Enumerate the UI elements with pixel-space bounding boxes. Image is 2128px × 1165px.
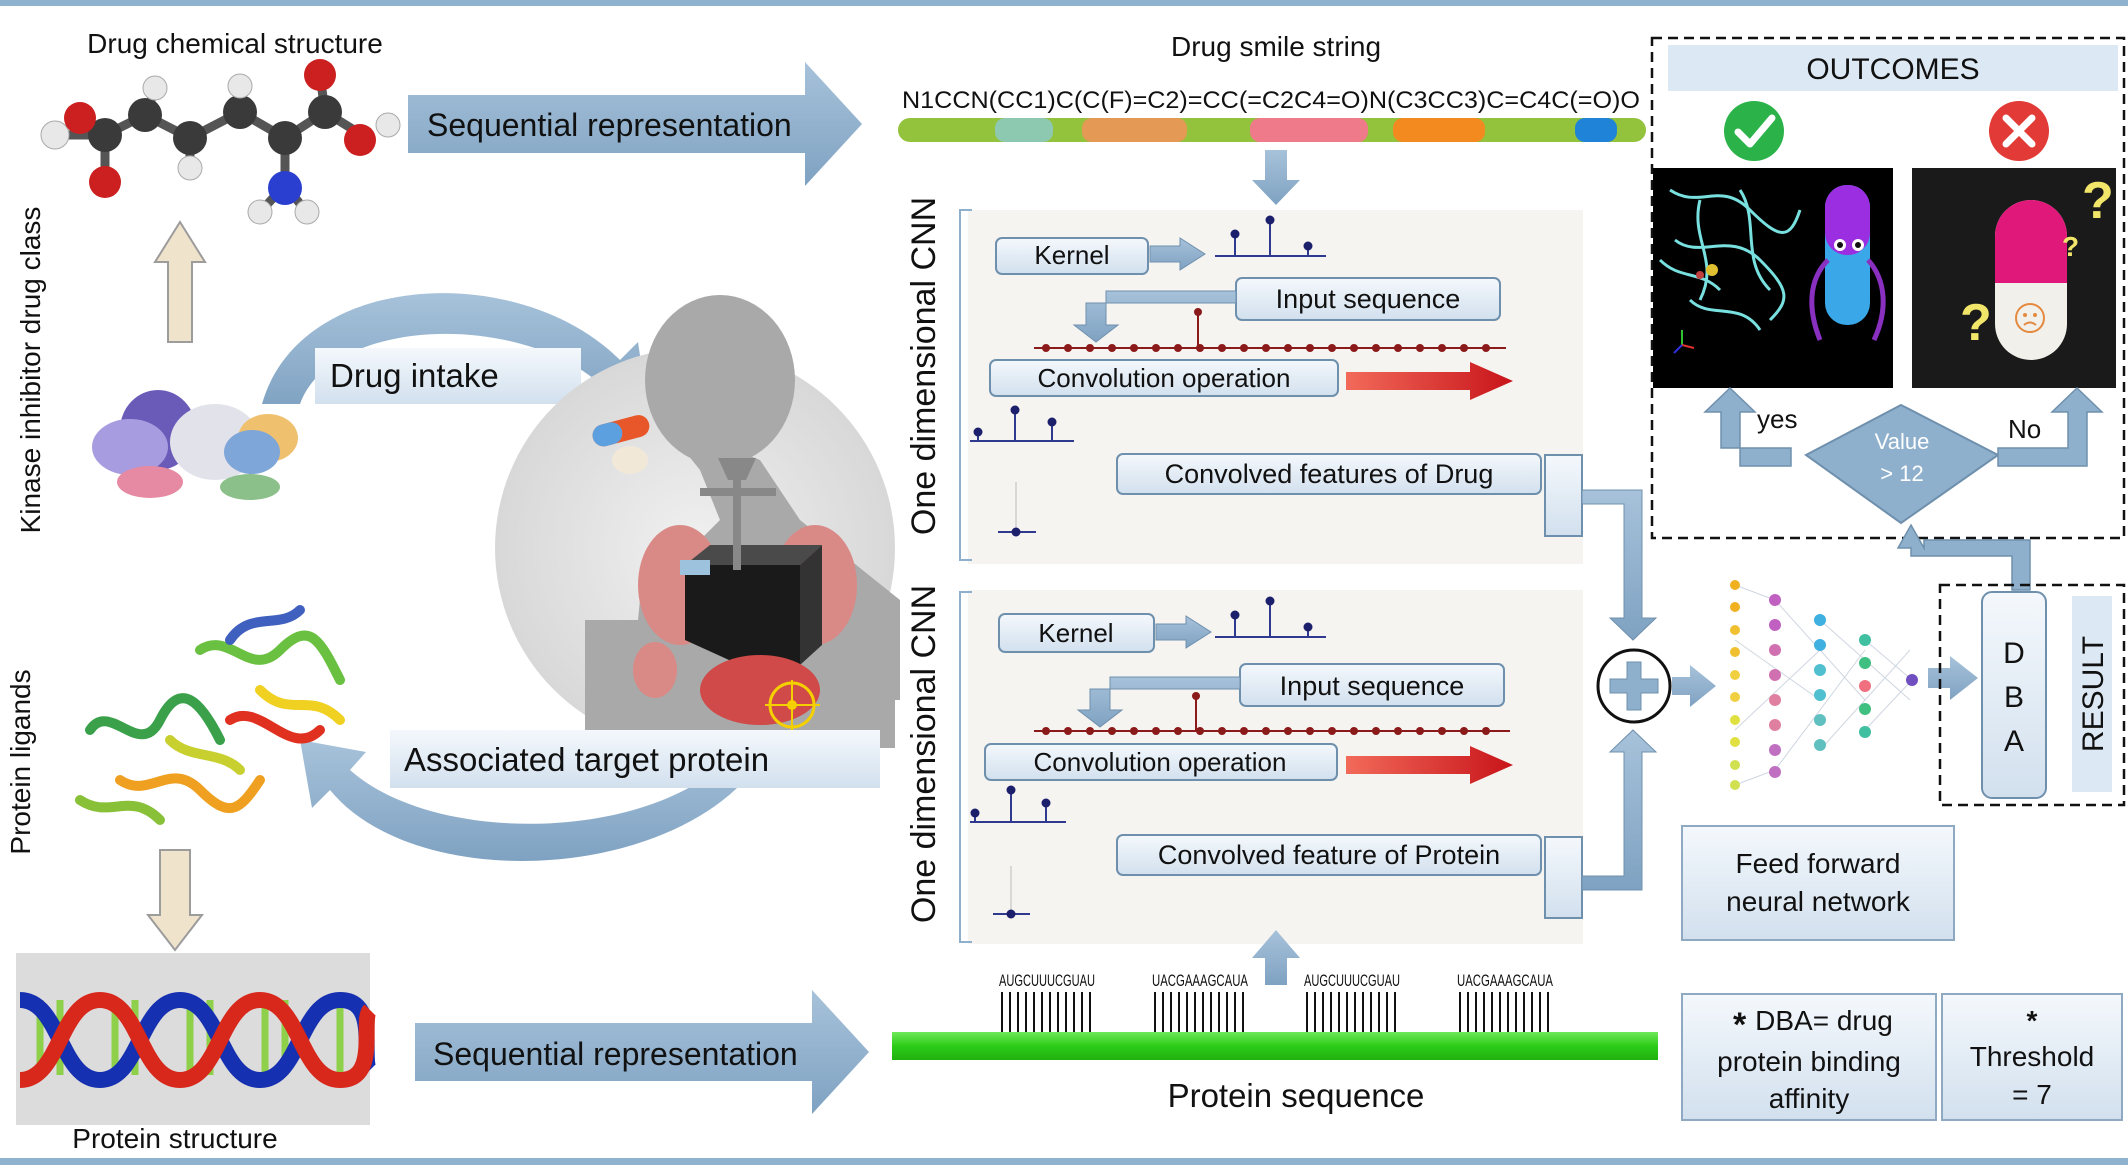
plus-icon (1609, 661, 1659, 711)
neural-network-image (1730, 580, 1918, 790)
human-body-image (495, 295, 900, 748)
protein-sequence-bar (892, 1032, 1658, 1060)
drug-intake-box (315, 348, 581, 404)
ffnn-line2: neural network (1726, 886, 1911, 917)
cnn-protein-side-label: One dimensional CNN (905, 585, 943, 923)
cnn-protein-input-label: Input sequence (1280, 671, 1465, 701)
protein-up-arrow (1252, 930, 1300, 985)
cnn-protein-features-box (1116, 834, 1542, 876)
drug-chemical-structure-label: Drug chemical structure (87, 28, 383, 59)
pills-image (92, 390, 298, 500)
cnn-drug-bracket (959, 209, 972, 561)
cnn-drug-red-arrow (1346, 362, 1513, 400)
drug-intake-label: Drug intake (330, 357, 499, 394)
protein-structure-label: Protein structure (72, 1123, 277, 1154)
dba-note-line2: protein binding (1717, 1046, 1901, 1077)
dba-note-line1: DBA= drug (1755, 1005, 1893, 1036)
seq-rep-bottom-arrow (415, 990, 869, 1114)
success-image (1653, 168, 1893, 388)
seq-rep-bottom-label: Sequential representation (433, 1036, 798, 1072)
rna-chunk-1: AUGCUUUCGUAU (999, 971, 1095, 990)
dba-letter-a: A (2004, 725, 2024, 758)
cnn-drug-features-label: Convolved features of Drug (1165, 459, 1494, 489)
cnn-protein-red-arrow (1346, 746, 1513, 784)
result-label-box (2072, 596, 2112, 792)
target-protein-label: Associated target protein (404, 741, 769, 778)
check-icon (1724, 101, 1784, 161)
cnn-protein-kernel-label: Kernel (1038, 618, 1113, 648)
dba-note-line3: affinity (1769, 1083, 1849, 1114)
no-arrow (1997, 386, 2104, 467)
target-protein-curve-arrow (300, 740, 770, 861)
drug-intake-curve-arrow (262, 293, 648, 410)
plus-to-nn-arrow (1672, 665, 1716, 707)
nn-to-result-arrow (1928, 656, 1978, 700)
svg-text:?: ? (2062, 231, 2079, 262)
rna-chunk-4: UACGAAAGCAUA (1457, 971, 1553, 990)
cnn-drug-conv-label: Convolution operation (1038, 363, 1291, 393)
threshold-note-star: * (2027, 1005, 2038, 1036)
decision-line1: Value (1875, 429, 1930, 454)
yes-arrow (1703, 386, 1792, 467)
outcomes-frame (1650, 36, 2126, 540)
cnn-protein-conv-label: Convolution operation (1034, 747, 1287, 777)
protein-ligands-label: Protein ligands (5, 669, 36, 854)
cnn-protein-kernel-box (998, 613, 1155, 653)
ffnn-line1: Feed forward (1736, 848, 1901, 879)
smiles-bar (898, 118, 1646, 142)
dba-note-star: * (1733, 1006, 1747, 1044)
svg-text:?: ? (2082, 172, 2114, 230)
dna-image (16, 953, 378, 1125)
dba-note-box (1681, 993, 1937, 1121)
seq-rep-top-arrow (408, 62, 862, 186)
ffnn-box (1681, 825, 1955, 941)
top-border (0, 0, 2128, 6)
threshold-note-box (1941, 993, 2123, 1121)
cnn-drug-kernel-box (995, 237, 1149, 275)
result-to-outcomes-arrow (1896, 523, 2031, 591)
beige-down-arrow (145, 849, 205, 952)
no-label: No (2008, 414, 2041, 444)
target-protein-box (390, 730, 880, 788)
beige-up-arrow (153, 220, 207, 343)
merge-connectors (1544, 454, 1658, 919)
dba-letter-b: B (2004, 681, 2024, 714)
decision-diamond (1804, 403, 2000, 525)
outcomes-title: OUTCOMES (1806, 53, 1979, 86)
seq-rep-top-label: Sequential representation (427, 107, 792, 143)
kinase-inhibitor-class-label: Kinase inhibitor drug class (15, 207, 46, 534)
drug-molecule-image (40, 59, 401, 225)
cnn-drug-features-box (1116, 453, 1542, 495)
cnn-protein-conv-box (984, 743, 1338, 781)
smiles-down-arrow (1252, 150, 1300, 205)
dba-box (1981, 591, 2047, 799)
threshold-note-line1: Threshold (1970, 1041, 2095, 1072)
cnn-drug-side-label: One dimensional CNN (905, 197, 943, 535)
cnn-protein-features-label: Convolved feature of Protein (1158, 840, 1500, 870)
svg-text:?: ? (1960, 294, 1992, 352)
outcomes-title-box (1668, 45, 2118, 91)
failure-image: ? ? ? (1912, 168, 2116, 388)
protein-ribbon-image (75, 605, 345, 825)
drug-smile-string-label: Drug smile string (1171, 31, 1381, 62)
threshold-note-line2: = 7 (2012, 1079, 2052, 1110)
cnn-drug-conv-box (989, 359, 1339, 397)
rna-chunk-2: UACGAAAGCAUA (1152, 971, 1248, 990)
result-label: RESULT (2077, 636, 2110, 752)
bottom-border (0, 1158, 2128, 1165)
cnn-protein-contents: Kernel Input sequence Convolution operat… (970, 596, 1542, 919)
cnn-drug-kernel-label: Kernel (1034, 240, 1109, 270)
yes-label: yes (1757, 404, 1797, 434)
dba-letter-d: D (2003, 637, 2025, 670)
result-frame (1938, 583, 2126, 807)
decision-line2: > 12 (1880, 461, 1923, 486)
cnn-drug-input-label: Input sequence (1276, 284, 1461, 314)
protein-sequence-label: Protein sequence (1168, 1077, 1425, 1114)
rna-sequence-chunks: AUGCUUUCGUAU UACGAAAGCAUA AUGCUUUCGUAU U… (999, 971, 1553, 1032)
cnn-drug-contents: Kernel Input sequence Convolution operat… (970, 215, 1542, 537)
smiles-text: N1CCN(CC1)C(C(F)=C2)=CC(=C2C4=O)N(C3CC3)… (902, 87, 1640, 114)
cnn-protein-bracket (959, 591, 972, 943)
rna-chunk-3: AUGCUUUCGUAU (1304, 971, 1400, 990)
